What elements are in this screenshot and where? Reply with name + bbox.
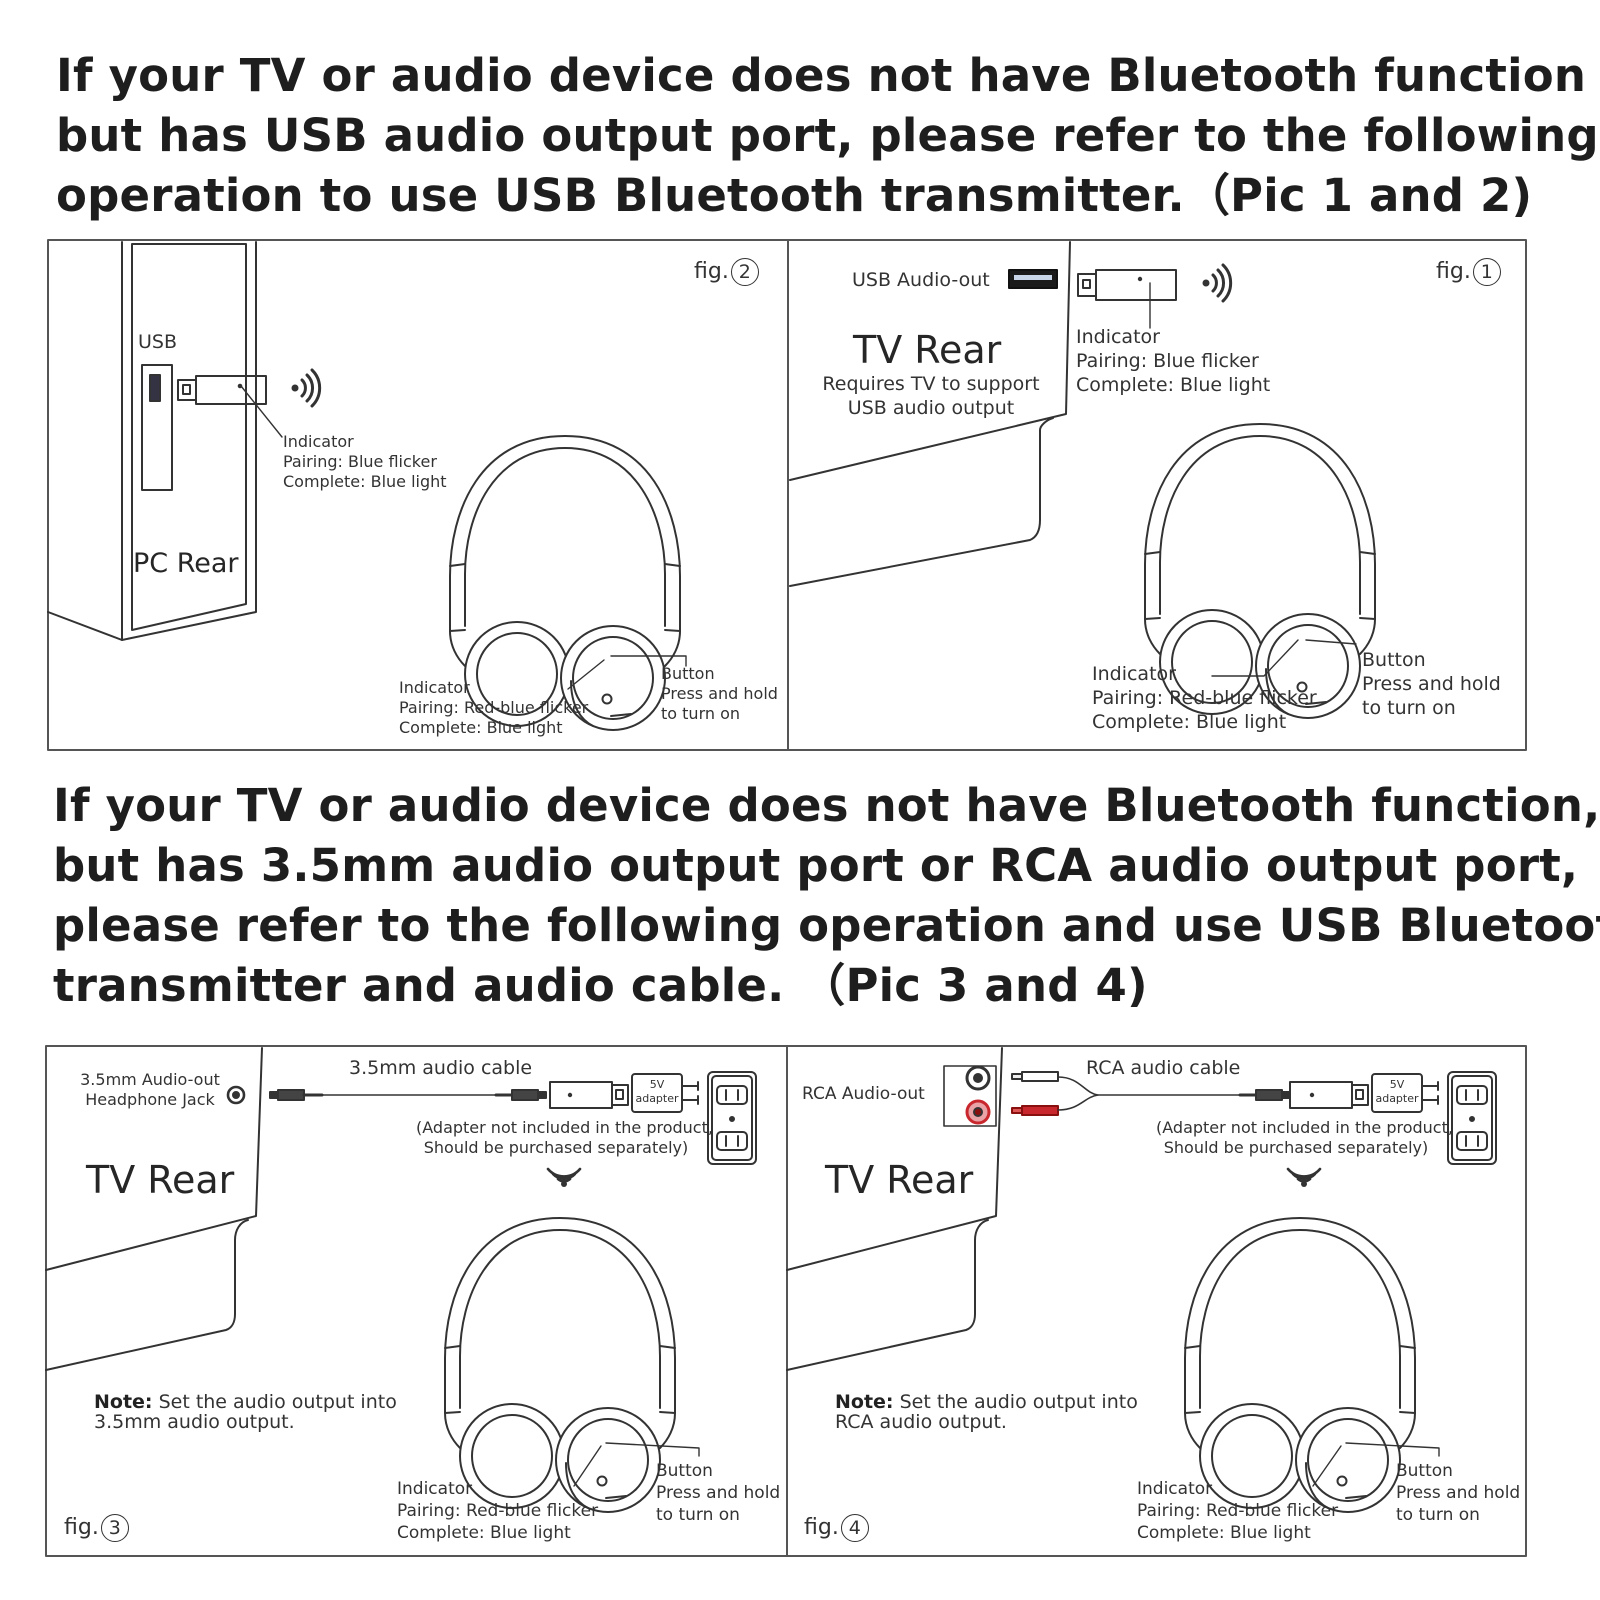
heading-line: transmitter and audio cable. （Pic 3 and … xyxy=(53,959,1148,1012)
text-line: Button xyxy=(661,664,715,683)
text-line: USB audio output xyxy=(847,397,1015,419)
text-line: Set the audio output into xyxy=(899,1391,1138,1413)
text-line: 5V xyxy=(649,1078,665,1091)
fig-3-label: fig.3 xyxy=(64,1514,129,1542)
output-note: Note: Set the audio output into RCA audi… xyxy=(835,1392,1138,1432)
text-line: Complete: Blue light xyxy=(283,472,447,491)
fig-number: 2 xyxy=(730,258,759,286)
text-line: Indicator xyxy=(283,432,354,451)
button-text: Button Press and hold to turn on xyxy=(1396,1460,1520,1526)
text-line: Should be purchased separately) xyxy=(1163,1138,1429,1157)
dongle-indicator-text: Indicator Pairing: Blue flicker Complete… xyxy=(1076,325,1270,397)
adapter-note: (Adapter not included in the product, Sh… xyxy=(416,1118,713,1158)
note-bold: Note: xyxy=(835,1391,894,1413)
text-line: Press and hold xyxy=(1362,673,1501,695)
adapter-label: 5V adapter xyxy=(632,1078,682,1106)
button-text: Button Press and hold to turn on xyxy=(1362,648,1501,720)
text-line: Indicator xyxy=(399,678,470,697)
text-line: Button xyxy=(1362,649,1426,671)
headphone-jack-label: 3.5mm Audio-out Headphone Jack xyxy=(70,1070,230,1110)
pc-rear-label: PC Rear xyxy=(133,548,239,579)
heading-line: If your TV or audio device does not have… xyxy=(53,779,1600,832)
text-line: adapter xyxy=(635,1092,679,1105)
text-line: Pairing: Blue flicker xyxy=(283,452,437,471)
heading-line: If your TV or audio device does not have… xyxy=(56,49,1587,102)
usb-audio-out-label: USB Audio-out xyxy=(852,269,990,291)
rca-audio-out-label: RCA Audio-out xyxy=(802,1084,925,1104)
fig-number: 4 xyxy=(840,1514,869,1542)
button-text: Button Press and hold to turn on xyxy=(661,664,778,724)
output-note: Note: Set the audio output into 3.5mm au… xyxy=(94,1392,397,1432)
text-line: (Adapter not included in the product, xyxy=(416,1118,713,1137)
tv-support-note: Requires TV to support USB audio output xyxy=(822,372,1040,420)
text-line: to turn on xyxy=(661,704,741,723)
text-line: Indicator xyxy=(1076,326,1160,348)
fig-4-label: fig.4 xyxy=(804,1514,869,1542)
headphone-indicator-text: Indicator Pairing: Red-blue flicker Comp… xyxy=(397,1478,598,1544)
fig-text: fig. xyxy=(64,1515,99,1540)
text-line: 3.5mm audio output. xyxy=(94,1411,295,1433)
dongle-indicator-text: Indicator Pairing: Blue flicker Complete… xyxy=(283,432,447,492)
text-line: Pairing: Red-blue flicker xyxy=(1137,1501,1339,1521)
text-line: RCA audio output. xyxy=(835,1411,1007,1433)
text-line: Press and hold xyxy=(661,684,778,703)
headphone-indicator-text: Indicator Pairing: Red-blue flicker Comp… xyxy=(399,678,588,738)
text-line: to turn on xyxy=(1396,1505,1480,1525)
headphone-indicator-text: Indicator Pairing: Red-blue flicker Comp… xyxy=(1137,1478,1338,1544)
text-line: Should be purchased separately) xyxy=(423,1138,689,1157)
heading-line: please refer to the following operation … xyxy=(53,899,1600,952)
text-line: Button xyxy=(656,1461,713,1481)
fig-1-label: fig.1 xyxy=(1436,258,1501,286)
tv-rear-label: TV Rear xyxy=(86,1158,235,1202)
text-line: to turn on xyxy=(1362,697,1456,719)
heading-line: operation to use USB Bluetooth transmitt… xyxy=(56,169,1533,222)
text-line: Pairing: Red-blue flicker xyxy=(399,698,589,717)
text-line: Complete: Blue light xyxy=(397,1523,571,1543)
fig-number: 3 xyxy=(100,1514,129,1542)
heading-line: but has 3.5mm audio output port or RCA a… xyxy=(53,839,1579,892)
text-line: Pairing: Red-blue flicker xyxy=(397,1501,599,1521)
text-line: to turn on xyxy=(656,1505,740,1525)
adapter-note: (Adapter not included in the product, Sh… xyxy=(1156,1118,1453,1158)
fig-2-label: fig.2 xyxy=(694,258,759,286)
text-line: Press and hold xyxy=(656,1483,781,1503)
text-line: Pairing: Blue flicker xyxy=(1076,350,1259,372)
heading-audio-cable: If your TV or audio device does not have… xyxy=(53,776,1600,1016)
fig-text: fig. xyxy=(694,259,729,284)
text-line: Complete: Blue light xyxy=(1076,374,1271,396)
jack-plug-left xyxy=(269,1089,324,1101)
heading-usb-transmitter: If your TV or audio device does not have… xyxy=(56,46,1599,226)
button-text: Button Press and hold to turn on xyxy=(656,1460,780,1526)
fig-text: fig. xyxy=(1436,259,1471,284)
text-line: Headphone Jack xyxy=(85,1090,215,1109)
note-bold: Note: xyxy=(94,1391,153,1413)
cable-label: RCA audio cable xyxy=(1086,1057,1241,1079)
usb-port-label: USB xyxy=(138,331,178,353)
text-line: Set the audio output into xyxy=(158,1391,397,1413)
text-line: 3.5mm Audio-out xyxy=(80,1070,220,1089)
cable-label: 3.5mm audio cable xyxy=(349,1057,533,1079)
text-line: 5V xyxy=(1389,1078,1405,1091)
text-line: Pairing: Red-blue flicker xyxy=(1092,687,1317,709)
text-line: Indicator xyxy=(1137,1479,1213,1499)
tv-rear-label: TV Rear xyxy=(853,328,1002,372)
adapter-label: 5V adapter xyxy=(1372,1078,1422,1106)
heading-line: but has USB audio output port, please re… xyxy=(56,109,1599,162)
text-line: Complete: Blue light xyxy=(1137,1523,1311,1543)
text-line: Complete: Blue light xyxy=(1092,711,1287,733)
headphone-indicator-text: Indicator Pairing: Red-blue flicker Comp… xyxy=(1092,662,1317,734)
text-line: Complete: Blue light xyxy=(399,718,563,737)
tv-rear-label: TV Rear xyxy=(825,1158,974,1202)
text-line: Requires TV to support xyxy=(822,373,1040,395)
text-line: Button xyxy=(1396,1461,1453,1481)
text-line: Indicator xyxy=(397,1479,473,1499)
text-line: (Adapter not included in the product, xyxy=(1156,1118,1453,1137)
text-line: adapter xyxy=(1375,1092,1419,1105)
text-line: Press and hold xyxy=(1396,1483,1521,1503)
fig-text: fig. xyxy=(804,1515,839,1540)
fig-number: 1 xyxy=(1472,258,1501,286)
text-line: Indicator xyxy=(1092,663,1176,685)
